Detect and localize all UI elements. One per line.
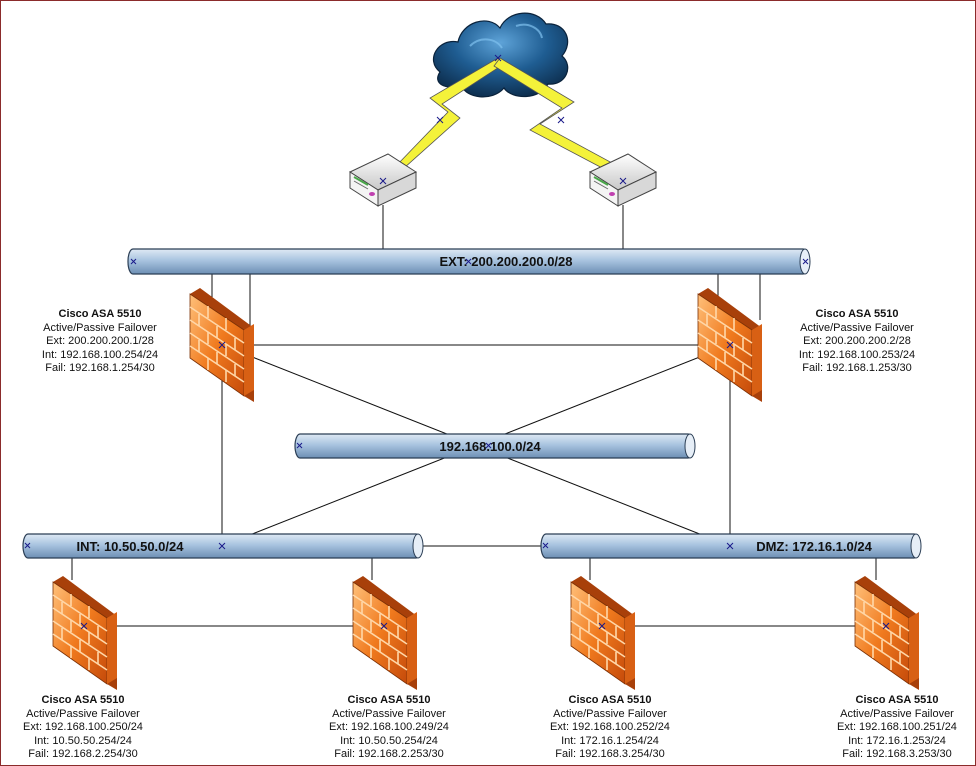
- device-ext: Ext: 192.168.100.252/24: [550, 721, 670, 733]
- firewall-dmz-1-icon: [570, 575, 636, 691]
- connection-lines: [71, 205, 886, 627]
- device-title: Cisco ASA 5510: [568, 694, 652, 706]
- device-mode: Active/Passive Failover: [553, 707, 667, 720]
- device-title: Cisco ASA 5510: [855, 694, 939, 706]
- device-ext: Ext: 192.168.100.249/24: [329, 721, 449, 733]
- device-mode: Active/Passive Failover: [800, 321, 914, 334]
- device-int: Int: 172.16.1.253/24: [848, 734, 946, 747]
- device-label-int-2: Cisco ASA 5510 Active/Passive Failover E…: [314, 694, 464, 762]
- device-mode: Active/Passive Failover: [26, 707, 140, 720]
- device-label-top-left: Cisco ASA 5510 Active/Passive Failover E…: [25, 308, 175, 376]
- device-fail: Fail: 192.168.1.253/30: [802, 362, 912, 374]
- device-ext: Ext: 192.168.100.251/24: [837, 721, 957, 733]
- device-int: Int: 192.168.100.254/24: [41, 348, 159, 361]
- device-title: Cisco ASA 5510: [347, 694, 431, 706]
- device-mode: Active/Passive Failover: [332, 707, 446, 720]
- firewall-int-2-icon: [352, 575, 418, 691]
- device-label-int-1: Cisco ASA 5510 Active/Passive Failover E…: [8, 694, 158, 762]
- device-label-top-right: Cisco ASA 5510 Active/Passive Failover E…: [782, 308, 932, 376]
- device-title: Cisco ASA 5510: [58, 308, 142, 320]
- device-ext: Ext: 192.168.100.250/24: [23, 721, 143, 733]
- device-int: Int: 192.168.100.253/24: [798, 348, 916, 361]
- device-fail: Fail: 192.168.3.254/30: [555, 748, 665, 760]
- device-label-dmz-2: Cisco ASA 5510 Active/Passive Failover E…: [822, 694, 972, 762]
- device-int: Int: 10.50.50.254/24: [34, 734, 132, 747]
- device-mode: Active/Passive Failover: [840, 707, 954, 720]
- device-int: Int: 10.50.50.254/24: [340, 734, 438, 747]
- device-mode: Active/Passive Failover: [43, 321, 157, 334]
- device-title: Cisco ASA 5510: [815, 308, 899, 320]
- device-fail: Fail: 192.168.2.254/30: [28, 748, 138, 760]
- device-ext: Ext: 200.200.200.1/28: [46, 335, 154, 347]
- bus-mid-label: 192.168.100.0/24: [439, 439, 541, 454]
- firewall-dmz-2-icon: [854, 575, 920, 691]
- bus-int: INT: 10.50.50.0/24: [22, 533, 424, 559]
- bus-int-label: INT: 10.50.50.0/24: [77, 539, 185, 554]
- bus-dmz: DMZ: 172.16.1.0/24: [540, 533, 922, 559]
- bus-dmz-label: DMZ: 172.16.1.0/24: [756, 539, 872, 554]
- device-title: Cisco ASA 5510: [41, 694, 125, 706]
- device-fail: Fail: 192.168.1.254/30: [45, 362, 155, 374]
- device-fail: Fail: 192.168.3.253/30: [842, 748, 952, 760]
- bus-mid: 192.168.100.0/24: [294, 433, 696, 459]
- device-fail: Fail: 192.168.2.253/30: [334, 748, 444, 760]
- device-int: Int: 172.16.1.254/24: [561, 734, 659, 747]
- bus-ext-label: EXT: 200.200.200.0/28: [440, 254, 573, 269]
- connection-markers: [24, 54, 890, 630]
- device-label-dmz-1: Cisco ASA 5510 Active/Passive Failover E…: [535, 694, 685, 762]
- firewall-int-1-icon: [52, 575, 118, 691]
- device-ext: Ext: 200.200.200.2/28: [803, 335, 911, 347]
